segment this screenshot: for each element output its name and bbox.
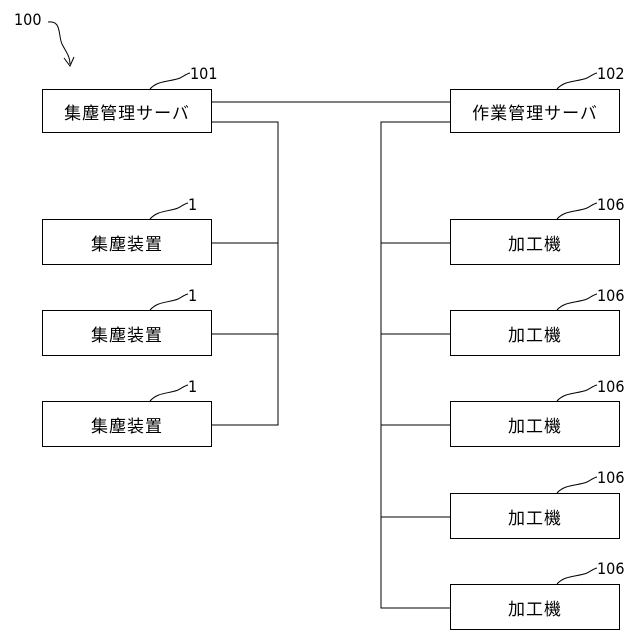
ref-machine-1: 106 <box>597 197 624 213</box>
ref-machine-4: 106 <box>597 470 624 486</box>
ref-machine-3: 106 <box>597 379 624 395</box>
machine-box-2: 加工機 <box>450 310 620 356</box>
dust-bus <box>212 122 278 425</box>
leader-1-b <box>150 294 188 310</box>
dust-collector-box-2: 集塵装置 <box>42 310 212 356</box>
machine-bus <box>381 122 450 608</box>
leader-106-c <box>557 385 597 401</box>
ref-dust-collector-3: 1 <box>188 379 197 395</box>
ref-machine-5: 106 <box>597 561 624 577</box>
leader-106-b <box>557 294 597 310</box>
leader-106-a <box>557 203 597 219</box>
work-management-server-box: 作業管理サーバ <box>450 89 620 133</box>
dust-collector-box-1: 集塵装置 <box>42 219 212 265</box>
leader-102 <box>557 73 597 89</box>
ref-dust-collector-2: 1 <box>188 288 197 304</box>
machine-box-5: 加工機 <box>450 584 620 630</box>
leader-106-d <box>557 477 597 493</box>
leader-100 <box>48 22 70 64</box>
machine-box-1: 加工機 <box>450 219 620 265</box>
ref-system: 100 <box>14 12 41 28</box>
leader-101 <box>150 73 190 89</box>
ref-machine-2: 106 <box>597 288 624 304</box>
leader-106-e <box>557 568 597 584</box>
leader-1-a <box>150 203 188 219</box>
machine-box-4: 加工機 <box>450 493 620 539</box>
leader-1-c <box>150 385 188 401</box>
ref-dust-server: 101 <box>190 66 217 82</box>
ref-dust-collector-1: 1 <box>188 197 197 213</box>
dust-management-server-box: 集塵管理サーバ <box>42 89 212 133</box>
dust-collector-box-3: 集塵装置 <box>42 401 212 447</box>
machine-box-3: 加工機 <box>450 401 620 447</box>
ref-work-server: 102 <box>597 66 624 82</box>
